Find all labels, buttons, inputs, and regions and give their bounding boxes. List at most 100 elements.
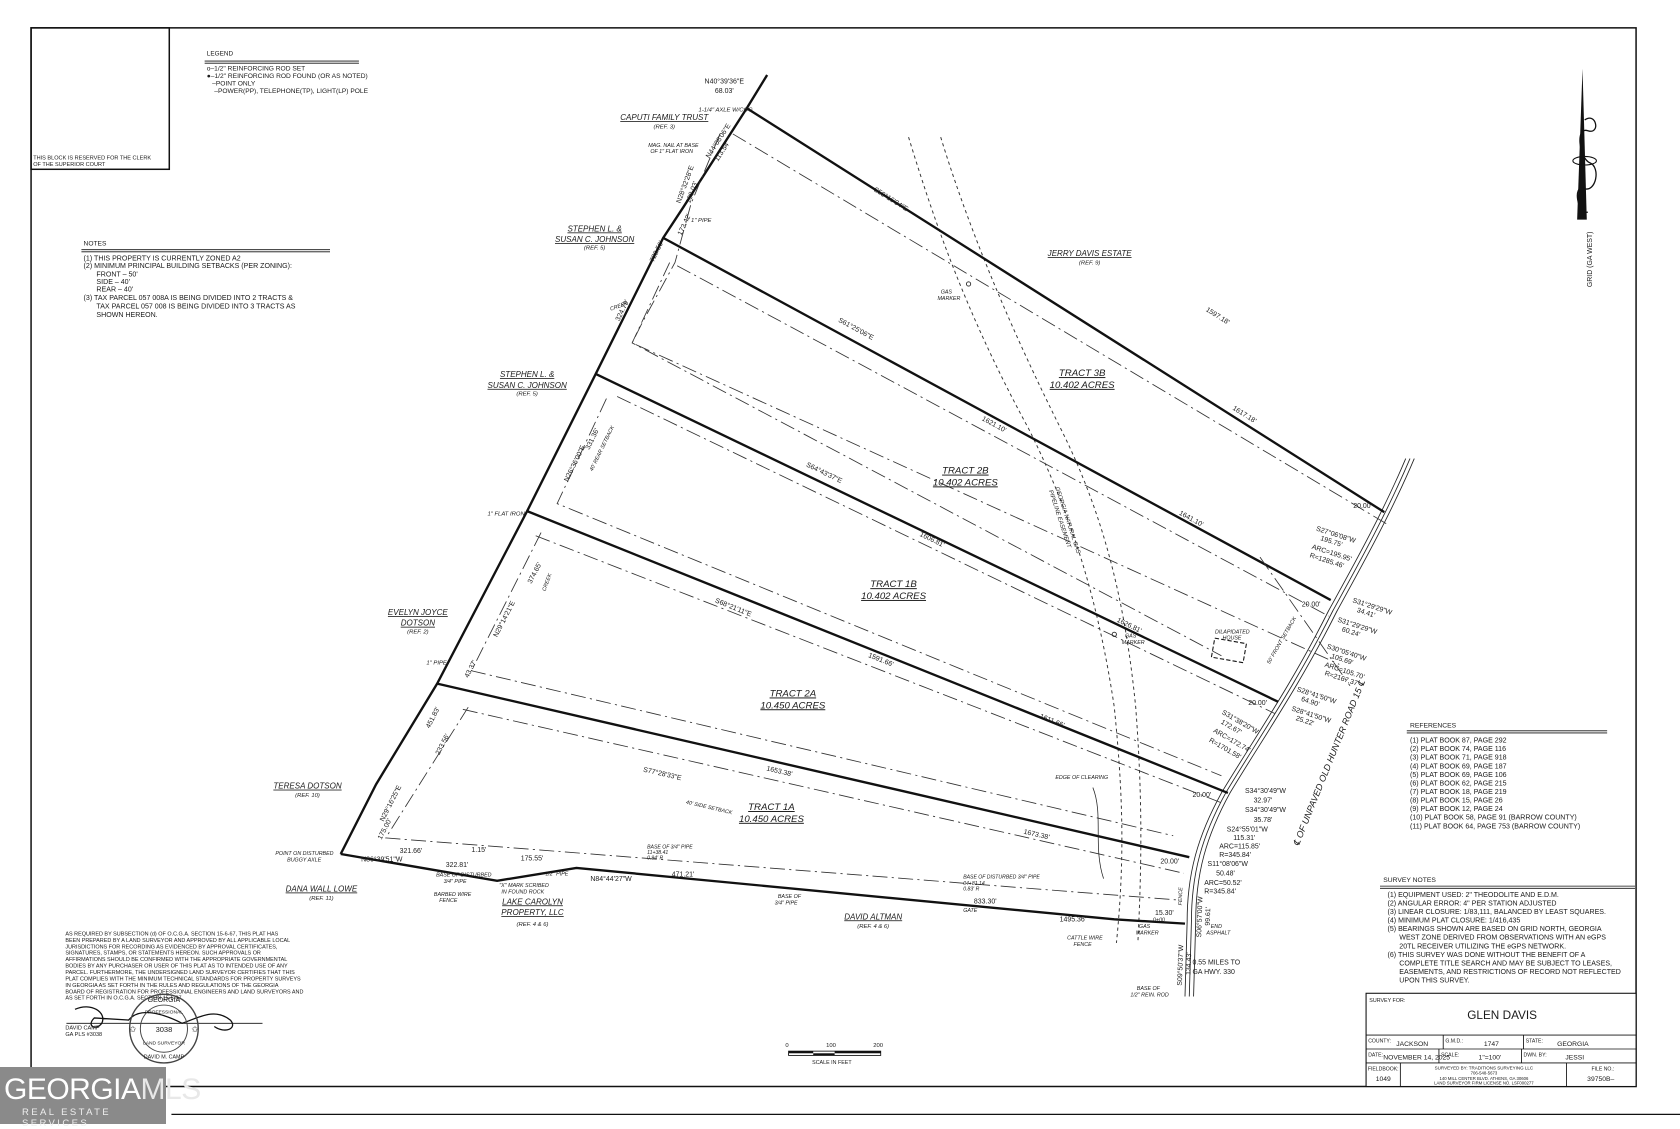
- svg-text:1611.66': 1611.66': [1039, 713, 1066, 729]
- notes-title: NOTES: [84, 240, 107, 247]
- svg-text:(REF. 10): (REF. 10): [295, 793, 320, 799]
- svg-text:10.402 ACRES: 10.402 ACRES: [861, 591, 926, 602]
- svg-text:BODIES BY ANY PURCHASER OR USE: BODIES BY ANY PURCHASER OR USER OF THIS …: [65, 964, 288, 970]
- surveyor-seal: GEORGIA PROFESSIONAL 3038 LAND SURVEYOR …: [128, 993, 199, 1064]
- svg-text:SCALE:: SCALE:: [1441, 1052, 1459, 1058]
- svg-text:BOARD OF REGISTRATION FOR PROF: BOARD OF REGISTRATION FOR PROFESSIONAL E…: [65, 989, 303, 995]
- svg-text:N40°39'36"E: N40°39'36"E: [705, 78, 745, 86]
- svg-text:OF 1" FLAT IRON: OF 1" FLAT IRON: [650, 149, 693, 155]
- adjoiner-labels: CAPUTI FAMILY TRUST (REF. 3) STEPHEN L. …: [273, 113, 1132, 930]
- svg-text:TRACT 1B: TRACT 1B: [870, 579, 917, 590]
- svg-text:AS SET FORTH IN O.C.G.A. SECTI: AS SET FORTH IN O.C.G.A. SECTION 15-6-67…: [65, 996, 183, 1002]
- tract-2a-label: TRACT 2A 10.450 ACRES: [760, 688, 825, 711]
- svg-text:S11°08'06"W: S11°08'06"W: [1207, 860, 1248, 868]
- svg-text:39750B–: 39750B–: [1587, 1076, 1614, 1083]
- svg-text:FILE NO.:: FILE NO.:: [1591, 1066, 1614, 1072]
- svg-text:10.402 ACRES: 10.402 ACRES: [933, 477, 998, 488]
- svg-text:S34°30'49"W: S34°30'49"W: [1245, 806, 1286, 814]
- svg-text:35.78': 35.78': [1254, 817, 1273, 824]
- svg-text:99.61': 99.61': [1205, 907, 1213, 926]
- svg-text:706-548-5673: 706-548-5673: [1471, 1071, 1498, 1076]
- legend-item-rod-set: o–1/2" REINFORCING ROD SET: [207, 66, 305, 73]
- svg-text:321.66': 321.66': [400, 848, 423, 855]
- svg-text:0+00: 0+00: [1153, 917, 1165, 923]
- svg-text:DILAPIDATED: DILAPIDATED: [1215, 629, 1250, 635]
- svg-text:1.15': 1.15': [471, 847, 486, 854]
- svg-text:15.30': 15.30': [1155, 910, 1174, 917]
- svg-text:SUSAN C. JOHNSON: SUSAN C. JOHNSON: [555, 235, 634, 244]
- svg-text:LAND SURVEYOR: LAND SURVEYOR: [143, 1041, 185, 1047]
- north-arrow-icon: GRID (GA WEST): [1572, 68, 1597, 287]
- svg-text:(2) ANGULAR ERROR: 4" PER STAT: (2) ANGULAR ERROR: 4" PER STATION ADJUST…: [1388, 900, 1557, 907]
- svg-text:FIELDBOOK:: FIELDBOOK:: [1368, 1066, 1399, 1072]
- svg-text:S77°28'33"E: S77°28'33"E: [642, 766, 682, 783]
- adjoiner-lowe: DANA WALL LOWE: [286, 884, 358, 893]
- svg-text:(1) PLAT BOOK 87, PAGE 292: (1) PLAT BOOK 87, PAGE 292: [1410, 738, 1507, 745]
- svg-text:BASE OF DISTURBED: BASE OF DISTURBED: [436, 872, 492, 878]
- svg-text:FENCE: FENCE: [1178, 887, 1185, 906]
- surveyor-certification: AS REQUIRED BY SUBSECTION (d) OF O.C.G.A…: [65, 931, 303, 1064]
- svg-text:115.31': 115.31': [1233, 835, 1255, 842]
- svg-text:(REF. 9): (REF. 9): [1079, 261, 1100, 267]
- svg-text:FENCE: FENCE: [439, 898, 458, 904]
- svg-text:S09°50'37"W: S09°50'37"W: [1176, 944, 1185, 986]
- svg-text:50.48': 50.48': [1216, 870, 1235, 877]
- svg-text:20.00': 20.00': [1193, 792, 1212, 799]
- svg-text:GAS: GAS: [941, 290, 953, 296]
- note-line-8: SHOWN HEREON.: [96, 312, 157, 319]
- svg-text:(REF. 4 & 6): (REF. 4 & 6): [857, 924, 889, 930]
- note-line-6: (3) TAX PARCEL 057 008A IS BEING DIVIDED…: [84, 295, 294, 302]
- mls-tagline: REAL ESTATE SERVICES: [22, 1107, 112, 1129]
- adjoiner-evelyn-dotson: EVELYN JOYCE: [388, 608, 448, 617]
- svg-text:AFFIRMATIONS SHOULD BE CONFIRM: AFFIRMATIONS SHOULD BE CONFIRMED WITH TH…: [65, 957, 287, 963]
- legend-item-rod-found: ●–1/2" REINFORCING ROD FOUND (OR AS NOTE…: [207, 73, 368, 80]
- svg-text:S24°55'01"W: S24°55'01"W: [1227, 825, 1268, 833]
- svg-text:374.65': 374.65': [527, 562, 544, 585]
- svg-text:S61°25'06"E: S61°25'06"E: [837, 316, 875, 342]
- svg-text:32.97': 32.97': [1254, 798, 1273, 805]
- svg-text:3/4" PIPE: 3/4" PIPE: [775, 900, 798, 906]
- svg-text:CREEK: CREEK: [542, 572, 554, 592]
- svg-text:1" PIPE: 1" PIPE: [691, 218, 711, 224]
- road-right-of-way: [1184, 458, 1415, 997]
- svg-text:UPON THIS SURVEY.: UPON THIS SURVEY.: [1399, 978, 1469, 985]
- svg-text:DOTSON: DOTSON: [401, 619, 435, 628]
- svg-text:GAS: GAS: [1125, 634, 1137, 640]
- svg-text:(5) BEARINGS SHOWN ARE BASED O: (5) BEARINGS SHOWN ARE BASED ON GRID NOR…: [1388, 926, 1602, 933]
- references: REFERENCES (1) PLAT BOOK 87, PAGE 292 (2…: [1406, 723, 1608, 830]
- svg-text:R=345.84': R=345.84': [1219, 852, 1251, 859]
- svg-text:(REF. 2): (REF. 2): [407, 629, 428, 635]
- svg-text:40' SIDE SETBACK: 40' SIDE SETBACK: [685, 800, 733, 817]
- svg-text:(2) PLAT BOOK 74, PAGE 116: (2) PLAT BOOK 74, PAGE 116: [1410, 746, 1506, 753]
- svg-text:1597.18': 1597.18': [1204, 306, 1230, 326]
- svg-text:ASPHALT: ASPHALT: [1205, 930, 1231, 936]
- svg-text:GA HWY. 330: GA HWY. 330: [1193, 969, 1236, 976]
- note-line-4: SIDE – 40': [96, 279, 130, 286]
- svg-text:TRACT 2A: TRACT 2A: [770, 688, 817, 699]
- svg-text:0.83' R: 0.83' R: [963, 886, 979, 892]
- legend-item-poles: –POWER(PP), TELEPHONE(TP), LIGHT(LP) POL…: [214, 88, 368, 95]
- svg-text:(REF. 3): (REF. 3): [654, 125, 675, 131]
- svg-text:(7) PLAT BOOK 18, PAGE 219: (7) PLAT BOOK 18, PAGE 219: [1410, 789, 1507, 796]
- site-features: GAS MARKER GAS MARKER DILAPIDATED HOUSE …: [938, 281, 1250, 879]
- svg-text:PARCEL. FURTHERMORE, THE UNDER: PARCEL. FURTHERMORE, THE UNDERSIGNED LAN…: [65, 970, 295, 976]
- svg-text:20.00': 20.00': [1302, 601, 1321, 608]
- svg-text:3/4" PIPE: 3/4" PIPE: [444, 879, 467, 885]
- svg-text:COUNTY:: COUNTY:: [1368, 1039, 1391, 1045]
- svg-text:S34°30'49"W: S34°30'49"W: [1245, 787, 1286, 795]
- svg-text:1591.66': 1591.66': [867, 652, 894, 668]
- svg-text:WEST ZONE DERIVED FROM OBSERVA: WEST ZONE DERIVED FROM OBSERVATIONS WITH…: [1399, 935, 1606, 942]
- svg-text:1"=100': 1"=100': [1479, 1055, 1502, 1062]
- svg-text:1" FLAT IRON: 1" FLAT IRON: [488, 511, 526, 517]
- svg-text:IN FOUND ROCK: IN FOUND ROCK: [501, 890, 544, 896]
- svg-text:NOVEMBER 14, 2025: NOVEMBER 14, 2025: [1383, 1055, 1450, 1062]
- svg-text:TRACT 3B: TRACT 3B: [1059, 368, 1106, 379]
- sheet-border: [30, 27, 1637, 1088]
- svg-text:MARKER: MARKER: [938, 296, 961, 302]
- svg-text:COMPLETE TITLE SEARCH AND MAY: COMPLETE TITLE SEARCH AND MAY BE SUBJECT…: [1399, 960, 1612, 967]
- svg-text:(4) PLAT BOOK 69, PAGE 187: (4) PLAT BOOK 69, PAGE 187: [1410, 763, 1507, 770]
- adjoiner-altman: DAVID ALTMAN: [844, 912, 902, 921]
- note-line-1: (1) THIS PROPERTY IS CURRENTLY ZONED A2: [84, 255, 241, 262]
- svg-text:10.450 ACRES: 10.450 ACRES: [739, 814, 804, 825]
